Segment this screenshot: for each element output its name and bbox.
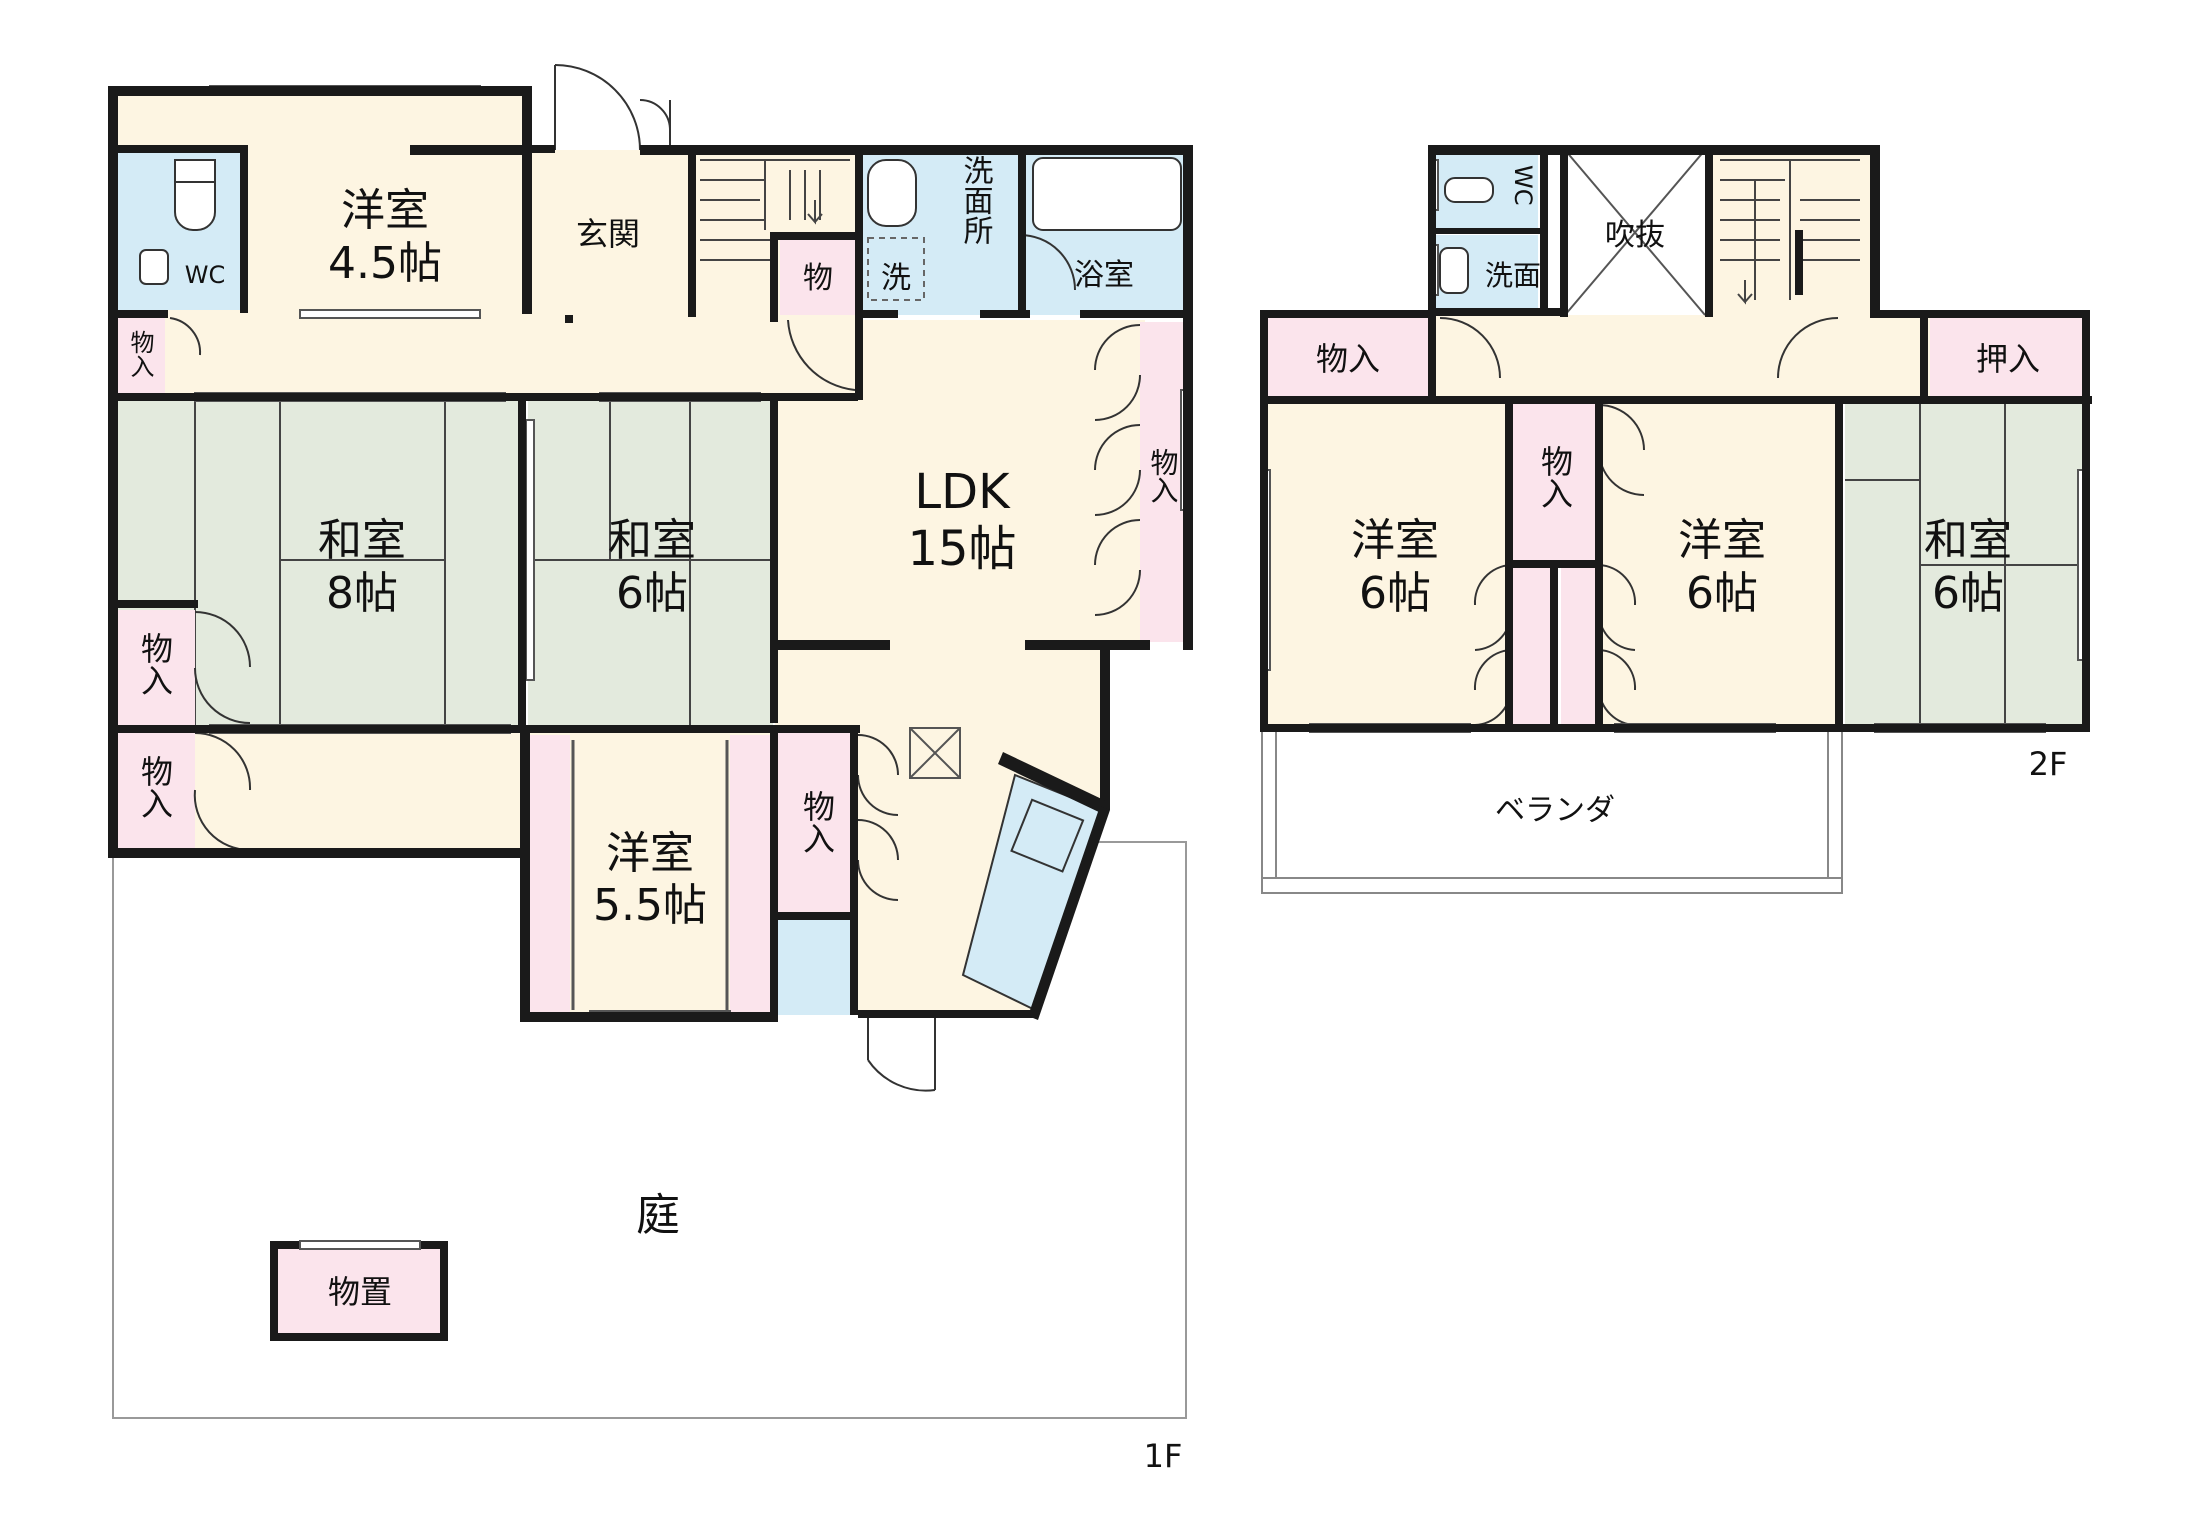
- label-genkan: 玄関: [576, 215, 640, 253]
- label-monoire-kitchen: 物入: [798, 790, 836, 854]
- label-niwa: 庭: [636, 1190, 680, 1241]
- room-monoire-mid-fill: [1511, 400, 1599, 560]
- sink-2f: [1439, 247, 1469, 294]
- label-washitsu-8-name: 和室: [318, 515, 406, 566]
- labels: 洋室 4.5帖 玄関 WC 物 洗 洗面所 浴室 物入 LDK 15帖 物入 和…: [126, 155, 2067, 1475]
- bathtub: [1032, 157, 1182, 231]
- label-oshiire: 押入: [1976, 340, 2040, 378]
- kitchen-utility-fill: [778, 920, 856, 1015]
- label-monoire-hall: 物入: [126, 330, 154, 378]
- label-monoire-2f-mid: 物入: [1536, 445, 1574, 509]
- label-fukinuke: 吹抜: [1605, 218, 1665, 253]
- label-senmenjo: 洗面所: [958, 155, 994, 245]
- label-yoshitsu-45-name: 洋室: [341, 185, 429, 236]
- monoire-2f-left-fill: [1266, 318, 1428, 398]
- label-washitsu-8-size: 8帖: [326, 568, 398, 619]
- label-senmen-2f: 洗面: [1485, 259, 1541, 292]
- label-monooki: 物置: [328, 1273, 392, 1311]
- label-yoshitsu-55-size: 5.5帖: [593, 880, 707, 931]
- label-washitsu-6-size: 6帖: [616, 568, 688, 619]
- label-floor-1: 1F: [1144, 1437, 1183, 1475]
- label-yoshitsu-6a-name: 洋室: [1351, 515, 1439, 566]
- label-wc-2f: WC: [1509, 165, 1537, 206]
- room-yoshitsu-6b-fill: [1599, 400, 1839, 730]
- label-yoshitsu-6b-size: 6帖: [1686, 568, 1758, 619]
- label-yokushitsu: 浴室: [1074, 258, 1134, 293]
- label-monoire-left1: 物入: [136, 632, 174, 696]
- label-veranda: ベランダ: [1495, 793, 1615, 828]
- oshiire-2f-fill: [1930, 318, 2085, 398]
- label-washitsu-6-name: 和室: [608, 515, 696, 566]
- room-genkan-fill: [528, 150, 693, 315]
- label-wc-1f: WC: [185, 261, 226, 289]
- sink-senmenjo: [867, 159, 917, 227]
- label-washitsu-2f-size: 6帖: [1932, 568, 2004, 619]
- sink-1f-wc: [139, 249, 169, 285]
- label-washitsu-2f-name: 和室: [1924, 515, 2012, 566]
- toilet-2f: [1444, 177, 1494, 203]
- label-yoshitsu-55-name: 洋室: [606, 828, 694, 879]
- label-ldk-size: 15帖: [907, 521, 1016, 577]
- monooki-shed: [270, 1241, 448, 1341]
- range-hood: [909, 727, 961, 779]
- label-monoire-2f-left: 物入: [1316, 340, 1380, 378]
- room-monoire-hall-fill: [113, 318, 165, 393]
- label-yoshitsu-6a-size: 6帖: [1359, 568, 1431, 619]
- label-floor-2: 2F: [2029, 745, 2068, 783]
- closet-left-1-fill: [113, 610, 195, 725]
- room-monoire-ldk-fill: [1140, 322, 1185, 642]
- room-monoire-kitchen-fill: [778, 730, 856, 915]
- label-monoire-ldk: 物入: [1147, 448, 1180, 504]
- corridor-left-fill: [195, 730, 525, 855]
- room-mono-small-fill: [780, 235, 858, 315]
- label-sen: 洗: [881, 261, 911, 296]
- label-yoshitsu-45-size: 4.5帖: [328, 238, 442, 289]
- closet-left-2-fill: [113, 733, 195, 853]
- floor-1: [108, 64, 1193, 1419]
- veranda-outline: [1261, 727, 1843, 894]
- label-mono-small: 物: [803, 261, 833, 296]
- hall-fill: [113, 315, 858, 395]
- label-ldk-name: LDK: [914, 464, 1011, 520]
- label-yoshitsu-6b-name: 洋室: [1678, 515, 1766, 566]
- room-washitsu-6-fill: [528, 400, 773, 725]
- label-monoire-left2: 物入: [136, 755, 174, 819]
- room-yoshitsu-6a-fill: [1266, 400, 1511, 730]
- floor-2: [1260, 145, 2092, 894]
